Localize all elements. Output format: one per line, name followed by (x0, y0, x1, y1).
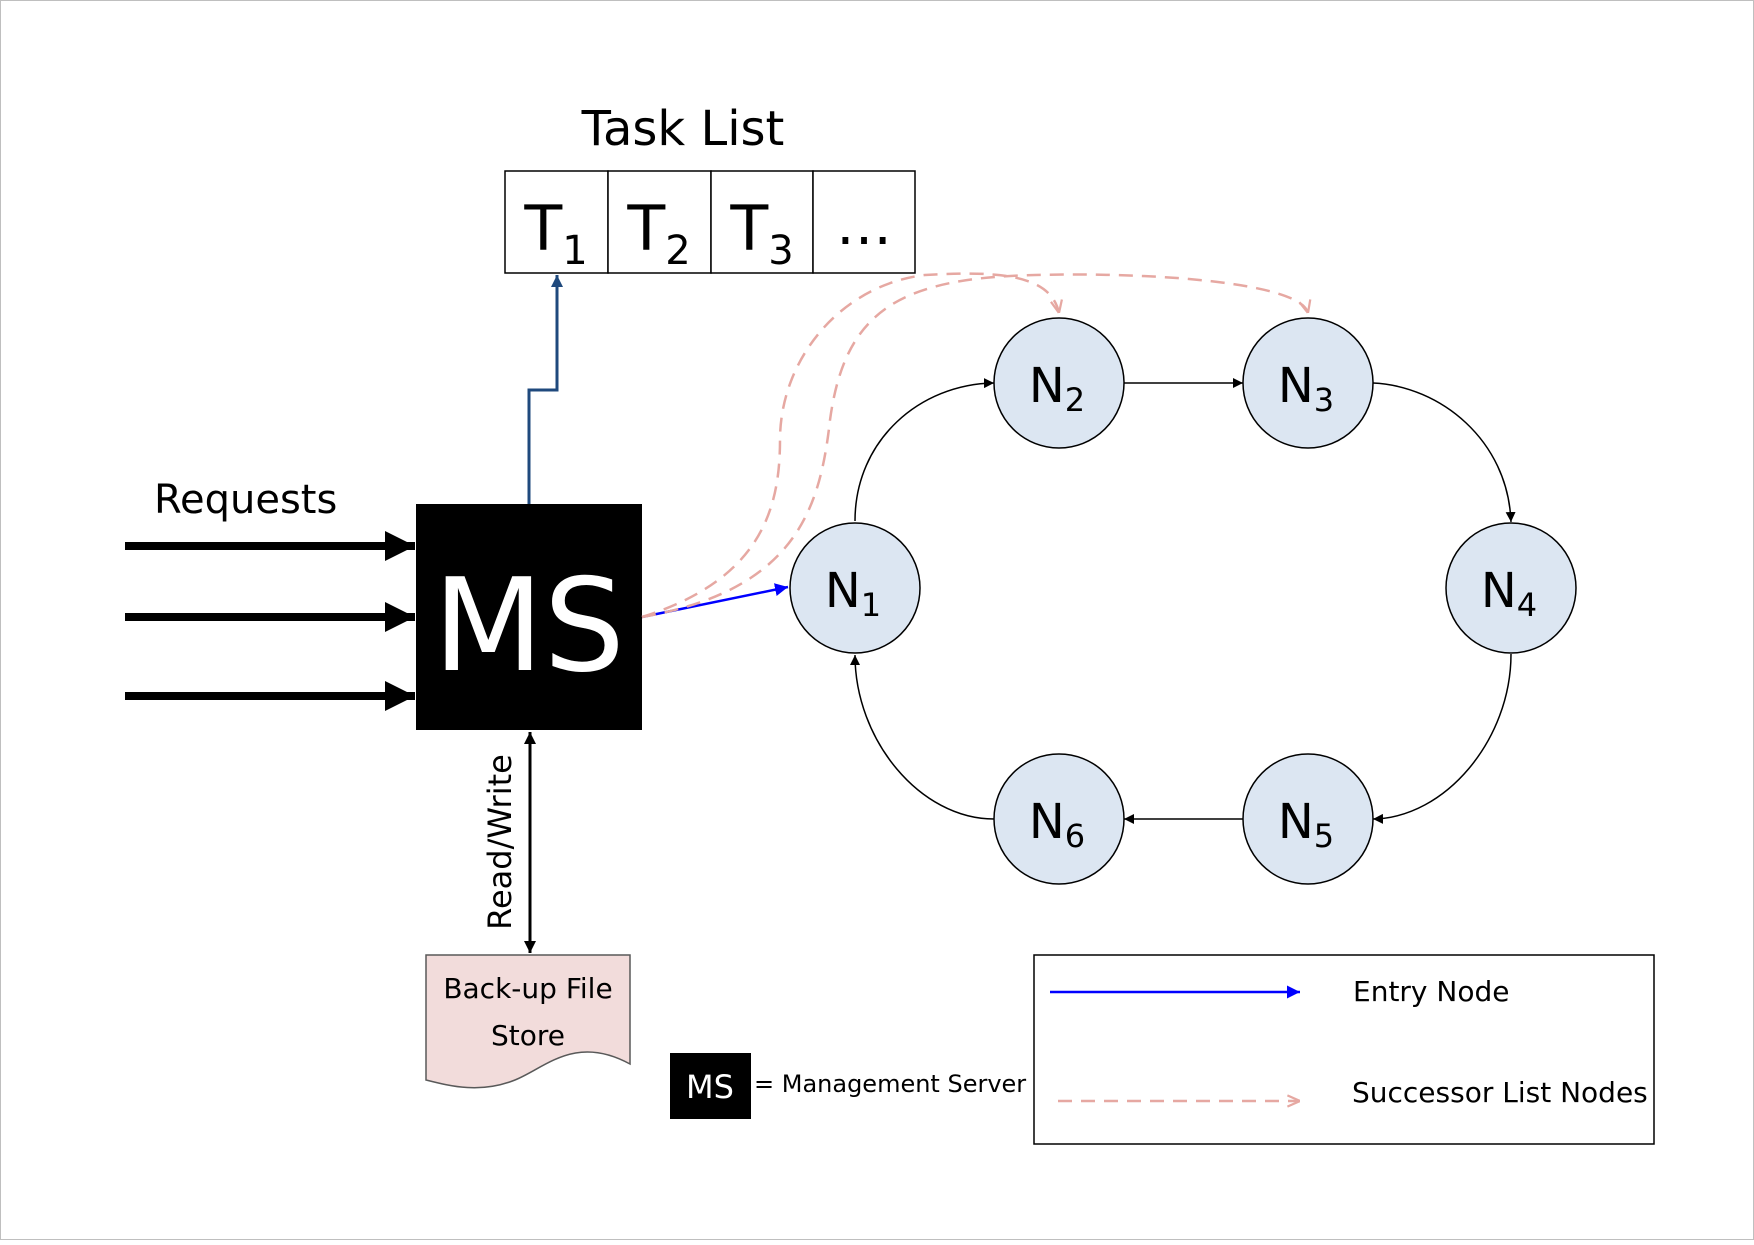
task-cell-1-sub: 1 (562, 228, 587, 274)
node-n2-base: N (1029, 358, 1065, 414)
node-n3: N3 (1242, 317, 1374, 449)
node-n3-base: N (1278, 358, 1314, 414)
entry-node-arrow (641, 583, 789, 619)
task-cell-2: T2 (607, 170, 712, 274)
task-list: T1 T2 T3 … (504, 170, 916, 274)
ring-edge-n3-n4 (1372, 382, 1516, 523)
svg-text:N6: N6 (1029, 794, 1085, 855)
node-n6: N6 (993, 753, 1125, 885)
task-cell-3: T3 (710, 170, 814, 274)
abbreviation-badge-label: MS (686, 1068, 734, 1106)
node-n2-sub: 2 (1065, 381, 1085, 419)
legend-successor-label: Successor List Nodes (1352, 1076, 1648, 1109)
svg-text:T1: T1 (523, 192, 587, 274)
successor-arrow-n3 (641, 273, 1308, 619)
task-cell-1: T1 (504, 170, 609, 274)
abbreviation-text: = Management Server (754, 1070, 1026, 1098)
ring-edge-n6-n1 (850, 654, 995, 820)
node-n6-sub: 6 (1065, 817, 1085, 855)
ring-edge-n4-n5 (1372, 653, 1512, 824)
ring-edge-n1-n2 (854, 378, 995, 522)
task-cell-2-sub: 2 (665, 228, 690, 274)
node-n5-sub: 5 (1314, 817, 1334, 855)
node-n6-base: N (1029, 794, 1065, 850)
node-n4-sub: 4 (1517, 586, 1537, 624)
task-cell-2-base: T (626, 192, 666, 265)
management-server: MS (416, 504, 642, 730)
backup-file-store-line2: Store (491, 1019, 565, 1052)
task-list-arrow (527, 275, 563, 504)
svg-text:N5: N5 (1278, 794, 1334, 855)
node-n4: N4 (1445, 522, 1577, 654)
legend: Entry Node Successor List Nodes (1033, 954, 1655, 1145)
task-cell-3-sub: 3 (768, 228, 793, 274)
svg-text:N1: N1 (825, 563, 881, 624)
svg-text:…: … (836, 193, 892, 258)
node-n2: N2 (993, 317, 1125, 449)
task-cell-more: … (812, 170, 916, 274)
backup-file-store-line1: Back-up File (443, 972, 612, 1005)
legend-entry-node-label: Entry Node (1353, 975, 1509, 1008)
node-n5-base: N (1278, 794, 1314, 850)
successor-arrow-n2 (641, 272, 1059, 619)
abbreviation-badge (670, 1053, 751, 1119)
abbreviation-note: MS = Management Server (670, 1053, 1026, 1119)
node-n1-base: N (825, 563, 861, 619)
svg-text:T3: T3 (729, 192, 793, 274)
task-cell-more-label: … (836, 193, 892, 258)
node-n3-sub: 3 (1314, 381, 1334, 419)
svg-text:N4: N4 (1481, 563, 1537, 624)
task-cell-3-base: T (729, 192, 769, 265)
task-list-title: Task List (581, 101, 785, 157)
node-n5: N5 (1242, 753, 1374, 885)
management-server-label: MS (433, 552, 625, 701)
svg-text:T2: T2 (626, 192, 690, 274)
node-n1-sub: 1 (861, 586, 881, 624)
read-write-label: Read/Write (481, 754, 519, 930)
requests-label: Requests (154, 477, 337, 523)
node-n1: N1 (789, 522, 921, 654)
node-n4-base: N (1481, 563, 1517, 619)
backup-file-store: Back-up File Store (425, 954, 631, 1089)
task-cell-1-base: T (523, 192, 563, 265)
svg-text:N2: N2 (1029, 358, 1085, 419)
svg-text:N3: N3 (1278, 358, 1334, 419)
legend-box (1033, 954, 1655, 1145)
ring-connections (850, 378, 1516, 824)
